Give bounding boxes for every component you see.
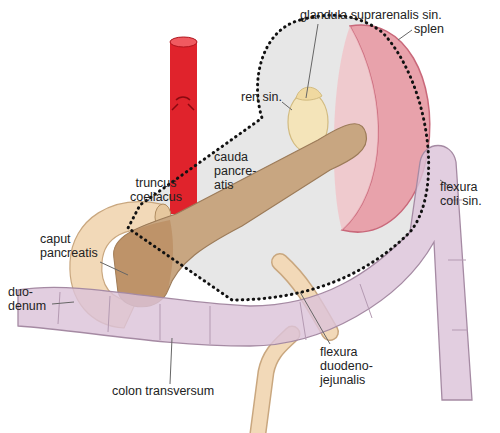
organ-label: flexura coli sin. xyxy=(440,180,498,208)
organ-label: caput pancreatis xyxy=(40,232,104,260)
colon xyxy=(18,146,472,401)
organ-label: flexura duodeno- jejunalis xyxy=(320,345,404,387)
leader-line xyxy=(300,292,330,344)
organ-label: colon transversum xyxy=(112,384,252,398)
leader-line xyxy=(170,338,172,384)
organ-label: truncus coeliacus xyxy=(112,176,200,204)
leader-line xyxy=(398,30,412,40)
truncus-coeliacus xyxy=(172,97,194,110)
leader-lines xyxy=(52,24,455,384)
pancreas xyxy=(114,124,367,307)
leader-line xyxy=(100,262,128,275)
stomach-outline xyxy=(128,15,429,300)
aorta-top xyxy=(170,37,197,47)
leader-line xyxy=(282,102,292,110)
adrenal-gland xyxy=(296,87,322,100)
organ-label: ren sin. xyxy=(228,90,282,104)
leader-line xyxy=(306,24,318,98)
bowel-tube xyxy=(258,334,292,433)
organ-label: glandula suprarenalis sin. xyxy=(300,8,490,22)
leader-line xyxy=(52,302,74,304)
organ-label: splen xyxy=(414,22,474,36)
colon-haustra xyxy=(58,200,468,344)
bowel-tube-outline xyxy=(258,334,292,433)
organ-label: duo- denum xyxy=(8,285,52,313)
organ-label: cauda pancre- atis xyxy=(214,150,262,192)
